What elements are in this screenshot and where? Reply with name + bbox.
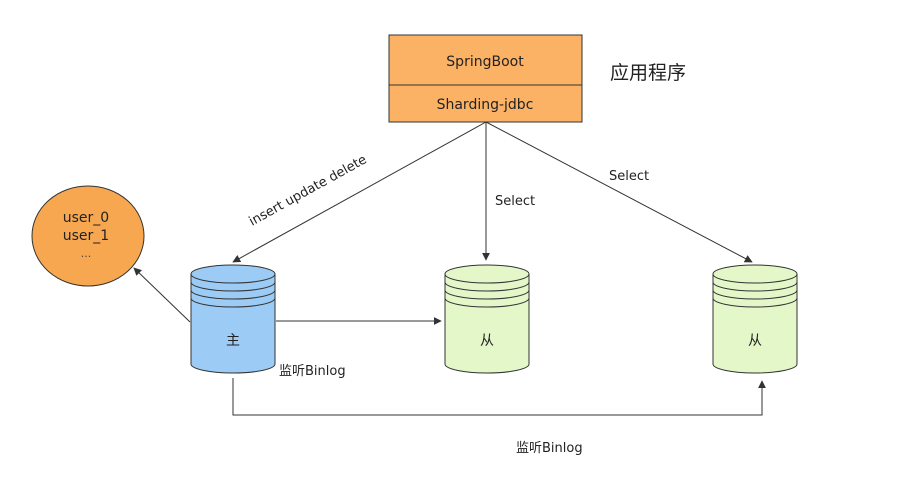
select-label-slave1: Select [495, 194, 535, 209]
slave-db-ring [712, 297, 798, 308]
slave-db-body [444, 273, 530, 374]
master-db-ring [190, 281, 276, 292]
master-db-body [190, 273, 276, 374]
slave-db-body [712, 273, 798, 374]
binlog-edge-slave2 [232, 378, 766, 416]
binlog-label-slave1: 监听Binlog [279, 364, 346, 379]
master-to-tables-edge [133, 267, 191, 323]
master-db-label: 主 [226, 333, 240, 349]
slave-db-ring [712, 281, 798, 292]
slave-db-ring [444, 289, 530, 300]
master-db-top [190, 264, 276, 284]
slave-db-ring [444, 281, 530, 292]
springboot-label: SpringBoot [446, 54, 524, 70]
sharding-jdbc-layer [388, 84, 583, 123]
slave-db-2: 从 [712, 264, 798, 374]
slave-db-label: 从 [480, 333, 494, 349]
slave-db-ring [712, 289, 798, 300]
master-db: 主 [190, 264, 276, 374]
slave-db-label: 从 [748, 333, 762, 349]
edges [133, 121, 766, 416]
table-item: ... [81, 247, 92, 260]
slave-db-ring [444, 297, 530, 308]
table-item: user_0 [63, 210, 109, 226]
tables-circle [31, 185, 145, 287]
write-edge-label: insert update delete [247, 152, 370, 229]
sharding-jdbc-label: Sharding-jdbc [437, 97, 534, 113]
select-label-slave2: Select [609, 169, 649, 184]
write-edge [232, 121, 487, 263]
slave-db-top [712, 264, 798, 284]
app-box: SpringBoot Sharding-jdbc [388, 34, 583, 123]
select-edge-slave2 [485, 121, 753, 263]
app-caption: 应用程序 [610, 62, 686, 84]
table-item: user_1 [63, 228, 109, 244]
slave-db-top [444, 264, 530, 284]
master-db-ring [190, 297, 276, 308]
binlog-label-slave2: 监听Binlog [516, 441, 583, 456]
master-db-ring [190, 289, 276, 300]
tables-node: user_0 user_1 ... [31, 185, 145, 287]
slave-db-1: 从 [444, 264, 530, 374]
